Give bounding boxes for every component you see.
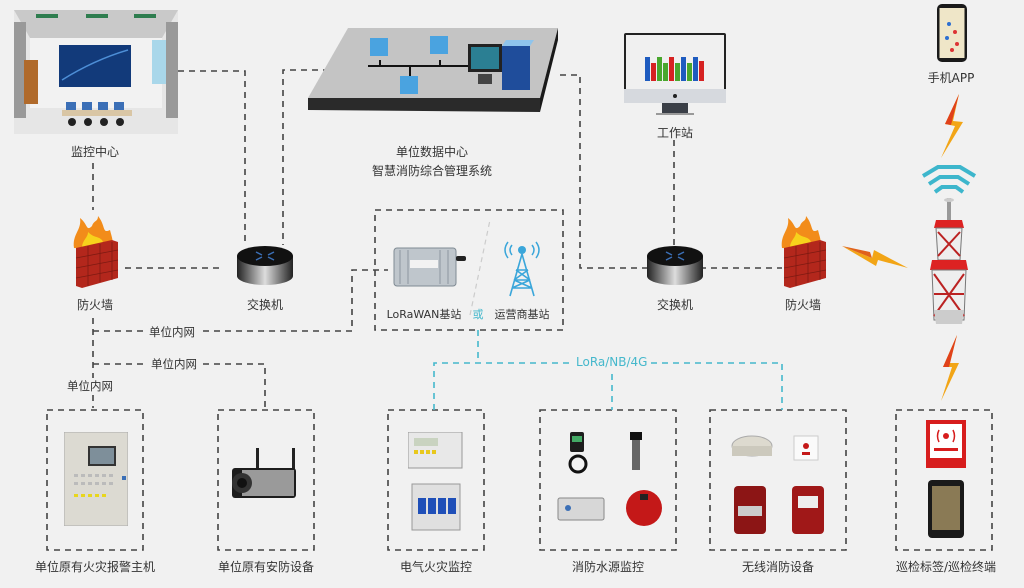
link-lan-lorawan: [93, 269, 388, 332]
firewall-right-label: 防火墙: [784, 298, 822, 312]
workstation-node[interactable]: [624, 33, 726, 117]
link-datacenter-switch-right: [560, 74, 650, 269]
link-wireless-bus: [433, 362, 783, 410]
or-label: 或: [472, 308, 484, 321]
firewall-right-icon: [781, 216, 826, 288]
switch-right-label: 交换机: [656, 298, 694, 312]
device-box-1: [46, 409, 144, 551]
link-datacenter-switch: [282, 69, 340, 245]
basestation-group-box: [374, 209, 564, 331]
firewall-left-icon: [73, 216, 118, 288]
firewall-left-label: 防火墙: [76, 298, 114, 312]
monitor-chart-icon: [624, 33, 726, 115]
lightning-icon: [842, 246, 908, 268]
monitor-center-label: 监控中心: [70, 145, 120, 159]
device-box-4: [539, 409, 677, 551]
device-label-3: 电气火灾监控: [399, 560, 473, 574]
data-center-label-1: 单位数据中心: [395, 145, 469, 159]
device-box-5: [709, 409, 847, 551]
device-label-1: 单位原有火灾报警主机: [34, 560, 156, 574]
security-camera-icon: [232, 448, 296, 498]
device-label-2: 单位原有安防设备: [217, 560, 315, 574]
lan-label-2: 单位内网: [148, 356, 200, 372]
lightning-icon: [941, 94, 963, 158]
water-monitor-icon: [557, 432, 662, 526]
carrier-tower-icon: [504, 241, 540, 297]
wifi-signal-icon: [921, 165, 977, 194]
electrical-monitor-icon: [408, 432, 463, 531]
monitor-center-node[interactable]: [14, 10, 178, 134]
device-box-2: [217, 409, 315, 551]
fire-alarm-panel-icon: [64, 432, 128, 526]
switch-left-label: 交换机: [246, 298, 284, 312]
control-room-icon: [14, 10, 178, 134]
data-center-icon: [308, 28, 558, 112]
or-divider: [469, 219, 491, 316]
smartphone-icon: [937, 4, 967, 62]
switch-left-icon: [237, 246, 293, 285]
wireless-link-label: LoRa/NB/4G: [572, 355, 652, 369]
mobile-app-label: 手机APP: [927, 71, 975, 85]
lorawan-gateway-icon: [393, 247, 466, 287]
rfid-terminal-icon: [926, 420, 966, 538]
carrier-label: 运营商基站: [494, 308, 550, 321]
device-label-5: 无线消防设备: [741, 560, 815, 574]
workstation-chart-bars: [645, 57, 704, 81]
device-box-3: [387, 409, 485, 551]
device-box-6: [895, 409, 993, 551]
mobile-app-node[interactable]: [937, 4, 967, 62]
cell-tower-icon: [930, 198, 968, 324]
device-label-4: 消防水源监控: [571, 560, 645, 574]
device-label-6: 巡检标签/巡检终端: [895, 560, 997, 574]
switch-right-icon: [647, 246, 703, 285]
link-monitor-switch: [178, 70, 246, 245]
workstation-label: 工作站: [656, 126, 694, 140]
lan-label-3: 单位内网: [64, 378, 116, 394]
wireless-fire-device-icon: [731, 435, 824, 534]
data-center-node[interactable]: [308, 20, 558, 120]
lorawan-label: LoRaWAN基站: [386, 308, 462, 321]
data-center-label-2: 智慧消防综合管理系统: [371, 164, 493, 178]
lightning-icon: [941, 335, 959, 401]
lan-label-1: 单位内网: [146, 324, 198, 340]
